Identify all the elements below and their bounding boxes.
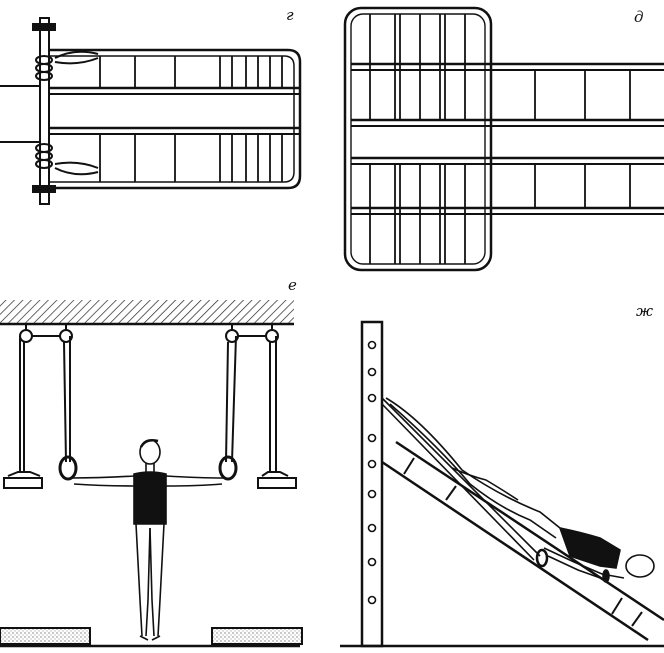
upper-clamp <box>0 50 99 87</box>
wall-bars-post <box>360 320 384 648</box>
left-pulley <box>3 324 73 489</box>
rungs-top <box>99 56 283 88</box>
left-ring <box>58 455 78 481</box>
panel-e-gymnastic-rings <box>0 300 303 648</box>
right-mat <box>211 627 303 645</box>
panel-zh-incline-board <box>340 320 664 648</box>
ladder-frame <box>50 48 302 190</box>
panel-label-g: г <box>286 6 294 24</box>
handle-grip <box>535 548 549 568</box>
ceiling <box>0 300 294 324</box>
panel-g-frame-on-post <box>0 17 302 205</box>
grid-slats <box>369 14 466 264</box>
athlete-standing <box>71 439 225 641</box>
outer-rounded-frame <box>343 6 493 272</box>
rungs-bottom <box>99 134 283 182</box>
panel-d-grid-frame <box>343 6 664 272</box>
lower-clamp <box>0 141 99 176</box>
right-pulley <box>225 324 297 489</box>
extended-slats <box>534 70 631 208</box>
wall-post <box>39 17 50 205</box>
post-holes <box>367 340 377 605</box>
panel-label-e: е <box>288 276 297 294</box>
right-ring <box>218 455 238 481</box>
board-rungs <box>403 457 643 627</box>
panel-label-d: д <box>634 8 644 26</box>
panel-label-zh: ж <box>636 302 654 320</box>
left-mat <box>0 627 91 645</box>
athlete-lying <box>385 397 655 583</box>
